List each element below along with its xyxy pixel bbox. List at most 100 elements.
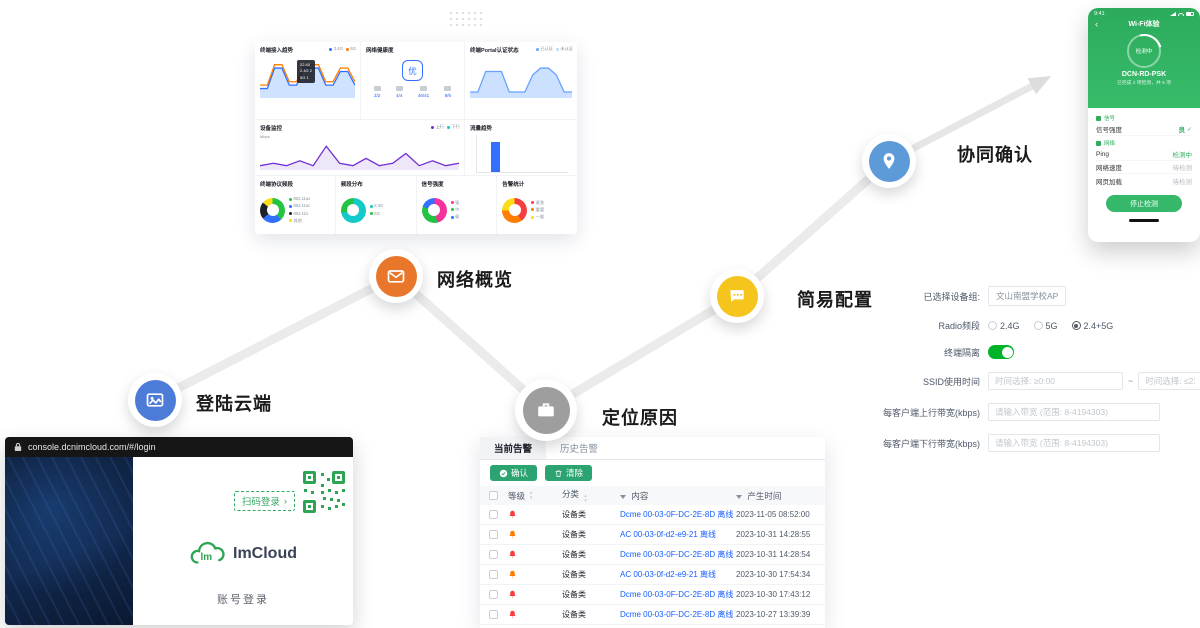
qr-code[interactable] (301, 469, 347, 515)
y-axis-unit: Mbps (260, 134, 270, 139)
alarm-content-link[interactable]: Dcme 00-03-0F-DC-2E-8D 离线 (620, 550, 734, 559)
panel-title: 网络健康度 (366, 48, 394, 54)
login-hero-image (5, 457, 133, 625)
alarm-table-row[interactable]: 设备类 AC 00-03-0f-d2-e9-21 离线 2023-10-30 1… (480, 565, 825, 585)
confirm-label: 确认 (511, 468, 529, 478)
url-text: console.dcnimcloud.com/#/login (28, 442, 156, 452)
mail-icon (387, 270, 405, 283)
radio-option-24g[interactable]: 2.4G (988, 321, 1020, 331)
select-all-checkbox[interactable] (488, 491, 498, 500)
browser-address-bar[interactable]: console.dcnimcloud.com/#/login (5, 437, 353, 457)
alarm-table-row[interactable]: 设备类 Dcme 00-03-0F-DC-2E-8D 离线 2023-10-27… (480, 605, 825, 625)
milestone-circle (522, 386, 570, 434)
radio-option-5g[interactable]: 5G (1033, 321, 1058, 331)
alarm-content-link[interactable]: AC 00-03-0f-d2-e9-21 离线 (620, 570, 717, 579)
panel-device-monitor: 设备监控 上行下行 Mbps (255, 120, 465, 175)
ssid-time-from-input[interactable] (988, 372, 1123, 390)
sort-icons[interactable]: ▲▼ (529, 490, 534, 500)
alarm-category: 设备类 (562, 510, 586, 519)
easy-config-screenshot: 已选择设备组: 文山南盟学校AP Radio频段 2.4G 5G 2.4+5G … (880, 286, 1200, 465)
health-grade-badge: 优 (402, 60, 423, 81)
home-indicator (1129, 219, 1159, 222)
legend-item: 中 (450, 207, 459, 213)
legend-item: 上行 (431, 124, 444, 130)
row-checkbox[interactable] (488, 530, 498, 539)
lock-icon (14, 442, 22, 451)
scan-login-label: 扫码登录 (241, 497, 280, 508)
column-content: 内容 (631, 490, 649, 501)
alarm-table-row[interactable]: 设备类 AC 00-03-0f-d2-e9-21 离线 2023-10-31 1… (480, 525, 825, 545)
donut-legend: 紧急重要一般 (531, 200, 544, 221)
alarm-table-row[interactable]: 设备类 Dcme 00-03-0F-DC-2E-8D 离线 2023-11-05… (480, 505, 825, 525)
alarm-time: 2023-10-30 17:54:34 (736, 570, 811, 579)
tab-current-alarms[interactable]: 当前告警 (480, 437, 547, 459)
panel-portal-auth: 终端Portal认证状态 已认证未认证 (465, 42, 577, 119)
radio-option-24-5g[interactable]: 2.4+5G (1071, 321, 1113, 331)
downlink-bandwidth-input[interactable] (988, 434, 1160, 452)
confirm-alarm-button[interactable]: 确认 (490, 465, 538, 481)
panel-title: 告警统计 (502, 182, 525, 188)
device-icon (444, 86, 452, 91)
row-checkbox[interactable] (488, 570, 498, 579)
radio-selected-icon[interactable] (1071, 321, 1081, 330)
row-checkbox[interactable] (488, 590, 498, 599)
traffic-bar-chart (476, 135, 568, 173)
phone-status-bar: 9:41 (1094, 11, 1194, 17)
phone-header: 9:41 ‹ Wi-Fi体验 检测中 DCN-RD-PSK 已完成 2 项检测，… (1088, 8, 1200, 108)
sort-icons[interactable]: ▲▼ (583, 493, 588, 503)
milestone-node-login (128, 373, 182, 427)
bell-icon (508, 570, 517, 579)
check-circle-icon (499, 469, 508, 477)
tab-history-alarms[interactable]: 历史告警 (560, 444, 599, 455)
row-checkbox[interactable] (488, 610, 498, 619)
traffic-bar (491, 141, 500, 172)
filter-icon[interactable] (620, 494, 626, 499)
test-item-row: 网络速度 待检测 (1096, 161, 1192, 174)
account-login-link[interactable]: 账号登录 (217, 594, 269, 606)
dots-decoration (448, 10, 482, 26)
clear-alarm-button[interactable]: 清除 (545, 465, 593, 481)
back-icon[interactable]: ‹ (1095, 19, 1098, 29)
panel-traffic-trend: 流量趋势 (465, 120, 577, 175)
radio-icon[interactable] (1033, 321, 1043, 330)
radio-icon[interactable] (988, 321, 997, 330)
cloud-logo-icon: lm (190, 541, 225, 564)
milestone-circle (134, 379, 176, 421)
filter-icon[interactable] (736, 494, 742, 499)
network-section-header: 网络 (1096, 139, 1192, 147)
stop-test-button[interactable]: 停止检测 (1106, 195, 1182, 212)
stat-item: 8/6 (444, 86, 452, 98)
radio-band-label: Radio频段 (938, 321, 980, 331)
legend-item: 重要 (531, 207, 544, 213)
network-section-icon (1096, 140, 1101, 146)
bell-icon (508, 550, 517, 559)
isolation-toggle[interactable] (988, 345, 1014, 359)
wifi-test-phone-screenshot: 9:41 ‹ Wi-Fi体验 检测中 DCN-RD-PSK 已完成 2 项检测，… (1088, 8, 1200, 242)
device-group-label: 已选择设备组: (923, 291, 980, 302)
uplink-bandwidth-input[interactable] (988, 403, 1160, 421)
scan-login-button[interactable]: 扫码登录 › (233, 491, 295, 511)
alarm-table-row[interactable]: 设备类 Dcme 00-03-0F-DC-2E-8D 离线 2023-10-31… (480, 545, 825, 565)
row-checkbox[interactable] (488, 510, 498, 519)
legend-item: 802.11ax (289, 196, 310, 202)
alarm-table-row[interactable]: 设备类 Dcme 00-03-0F-DC-2E-8D 离线 2023-10-30… (480, 585, 825, 605)
panel-alarm-donut: 告警统计 紧急重要一般 (497, 176, 577, 234)
panel-title: 终端接入趋势 (260, 48, 294, 54)
cloud-login-screenshot: console.dcnimcloud.com/#/login (5, 437, 353, 625)
device-group-value[interactable]: 文山南盟学校AP (988, 286, 1067, 306)
panel-title: 信号强度 (421, 182, 444, 188)
alarm-content-link[interactable]: Dcme 00-03-0F-DC-2E-8D 离线 (620, 510, 734, 519)
alarm-content-link[interactable]: Dcme 00-03-0F-DC-2E-8D 离线 (620, 610, 734, 619)
alarm-content-link[interactable]: Dcme 00-03-0F-DC-2E-8D 离线 (620, 590, 734, 599)
test-item-status: 检测中 (1172, 152, 1193, 159)
phone-page-title: Wi-Fi体验 (1128, 21, 1160, 28)
test-item-name: 网页加载 (1096, 178, 1122, 186)
row-checkbox[interactable] (488, 550, 498, 559)
alarm-content-link[interactable]: AC 00-03-0f-d2-e9-21 离线 (620, 530, 717, 539)
ssid-time-to-input[interactable] (1138, 372, 1200, 390)
test-item-status: 待检测 (1172, 165, 1193, 172)
